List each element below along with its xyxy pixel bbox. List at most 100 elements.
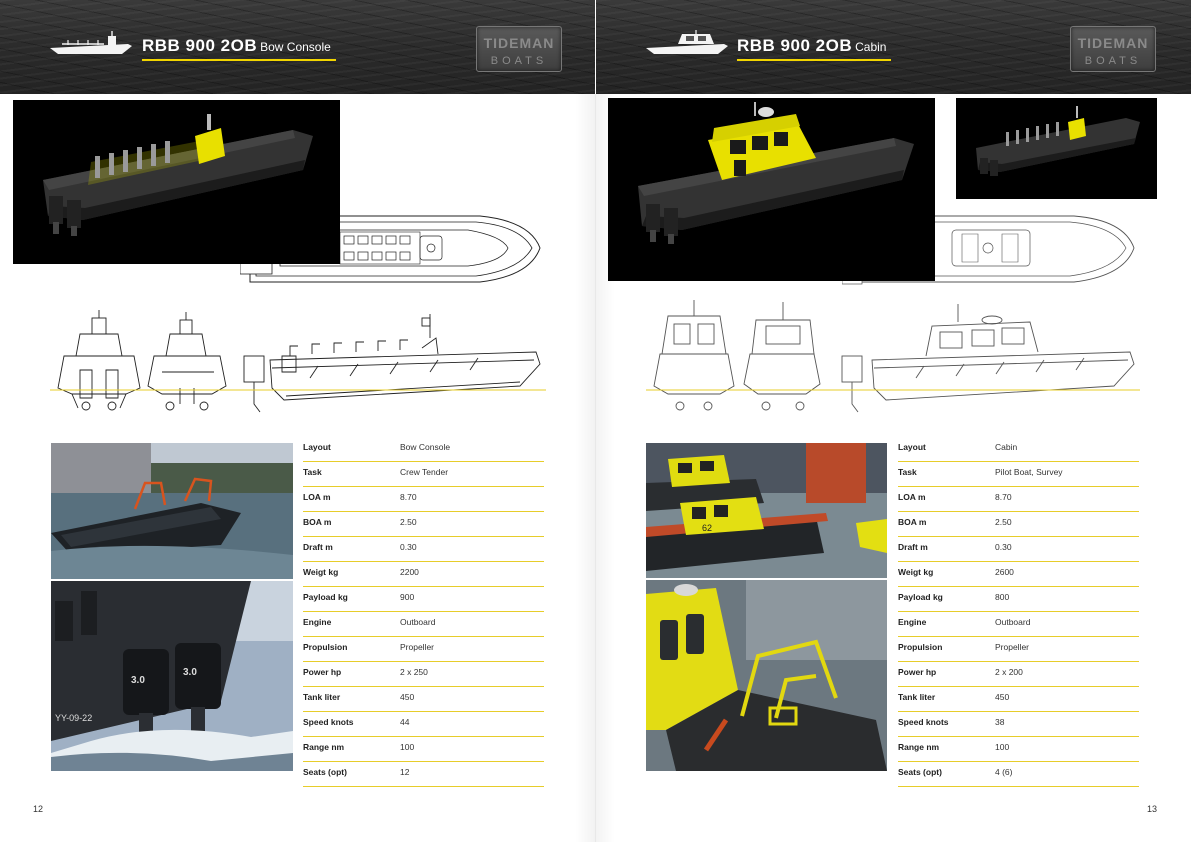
spec-row: Draft m 0.30 [303, 538, 544, 562]
brand-logo: TIDEMAN BOATS [1070, 26, 1156, 72]
spec-value: Pilot Boat, Survey [995, 467, 1063, 477]
logo-text-bottom: BOATS [491, 55, 547, 67]
photo-pilot-boats-moored: 62 [646, 443, 887, 578]
spec-value: 8.70 [995, 492, 1012, 502]
variant-name: Cabin [855, 40, 887, 54]
spec-label: Tank liter [898, 692, 936, 702]
spec-value: 44 [400, 717, 410, 727]
spec-label: Seats (opt) [303, 767, 347, 777]
page-number: 12 [33, 804, 44, 814]
spec-row: LOA m 8.70 [898, 488, 1139, 512]
spec-row: BOA m 2.50 [898, 513, 1139, 537]
spec-value: 38 [995, 717, 1005, 727]
spec-label: Task [303, 467, 322, 477]
spec-value: 450 [995, 692, 1010, 702]
spec-value: 0.30 [995, 542, 1012, 552]
model-name: RBB 900 2OB [142, 36, 258, 55]
hull-registration: YY-09-22 [55, 713, 92, 723]
spec-value: 800 [995, 592, 1010, 602]
spec-row: Seats (opt)12 [303, 763, 544, 787]
spec-label: Payload kg [898, 592, 943, 602]
logo-text-bottom: BOATS [1085, 55, 1141, 67]
spec-label: BOA m [303, 517, 332, 527]
spec-row: Engine Outboard [898, 613, 1139, 637]
spec-label: Tank liter [303, 692, 341, 702]
spec-row: Task Crew Tender [303, 463, 544, 487]
spec-label: Engine [898, 617, 927, 627]
boat-render-cabin [608, 98, 935, 281]
spec-label: Layout [303, 442, 331, 452]
spec-row: Propulsion Propeller [303, 638, 544, 662]
spec-value: 900 [400, 592, 415, 602]
spec-label: LOA m [303, 492, 331, 502]
spec-value: Crew Tender [400, 467, 449, 477]
page-number: 13 [1147, 804, 1158, 814]
spec-label: Draft m [898, 542, 928, 552]
spec-label: Engine [303, 617, 332, 627]
spec-value: 8.70 [400, 492, 417, 502]
spec-value: 2200 [400, 567, 419, 577]
spec-label: Draft m [303, 542, 333, 552]
spec-value: 2 x 250 [400, 667, 428, 677]
spec-value: 2.50 [400, 517, 417, 527]
spec-row: Weigt kg 2600 [898, 563, 1139, 587]
profile-views-drawing [646, 300, 1140, 413]
spec-value: Outboard [400, 617, 436, 627]
page-spine [595, 94, 596, 842]
variant-name: Bow Console [260, 40, 331, 54]
photo-cabin-deck [646, 580, 887, 771]
title-underline [142, 59, 336, 61]
spec-label: Range nm [898, 742, 940, 752]
spec-label: Task [898, 467, 917, 477]
spec-label: BOA m [898, 517, 927, 527]
spec-label: Layout [898, 442, 926, 452]
spec-row: Payload kg 900 [303, 588, 544, 612]
spec-value: 2.50 [995, 517, 1012, 527]
spec-label: LOA m [898, 492, 926, 502]
spec-row: Task Pilot Boat, Survey [898, 463, 1139, 487]
spec-value: Propeller [400, 642, 435, 652]
spec-label: Payload kg [303, 592, 348, 602]
spec-row: Engine Outboard [303, 613, 544, 637]
spec-row: Seats (opt)4 (6) [898, 763, 1139, 787]
spec-label: Speed knots [898, 717, 949, 727]
spec-row: BOA m 2.50 [303, 513, 544, 537]
boat-render-bow-console [13, 100, 340, 264]
spec-label: Propulsion [303, 642, 348, 652]
spec-value: 2600 [995, 567, 1014, 577]
photo-twin-outboards: 3.0 3.0 YY-09-22 [51, 581, 293, 771]
engine-badge-right: 3.0 [183, 667, 197, 678]
boat-render-bow-console-small [956, 98, 1157, 199]
logo-text-top: TIDEMAN [1078, 35, 1149, 51]
spec-row: Layout Bow Console [303, 438, 544, 462]
spec-label: Propulsion [898, 642, 943, 652]
spec-row: Propulsion Propeller [898, 638, 1139, 662]
spec-value: 100 [400, 742, 415, 752]
spec-label: Seats (opt) [898, 767, 942, 777]
spec-value: 450 [400, 692, 415, 702]
profile-views-drawing [50, 310, 546, 413]
spec-label: Weigt kg [898, 567, 934, 577]
spec-value: 0.30 [400, 542, 417, 552]
spec-row: Draft m 0.30 [898, 538, 1139, 562]
spec-value: Propeller [995, 642, 1030, 652]
spec-label: Weigt kg [303, 567, 339, 577]
spec-value: Outboard [995, 617, 1031, 627]
brand-logo: TIDEMAN BOATS [476, 26, 562, 72]
engine-badge-left: 3.0 [131, 675, 145, 686]
spec-row: Payload kg 800 [898, 588, 1139, 612]
logo-text-top: TIDEMAN [484, 35, 555, 51]
spec-value: Bow Console [400, 442, 451, 452]
title-underline [737, 59, 891, 61]
spec-value: 2 x 200 [995, 667, 1023, 677]
